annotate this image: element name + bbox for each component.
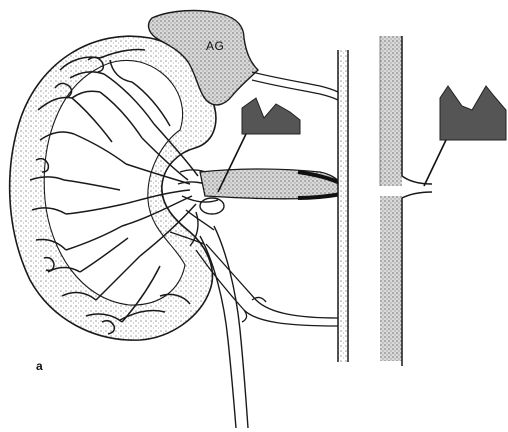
panel-label: a (36, 359, 43, 373)
waveform-2-pointer (424, 140, 446, 186)
lower-branch-vessels (196, 244, 338, 326)
adrenal-gland-label: AG (206, 39, 224, 53)
aorta (338, 50, 348, 362)
vena-cava (380, 36, 432, 366)
venous-waveform-2 (424, 86, 506, 186)
